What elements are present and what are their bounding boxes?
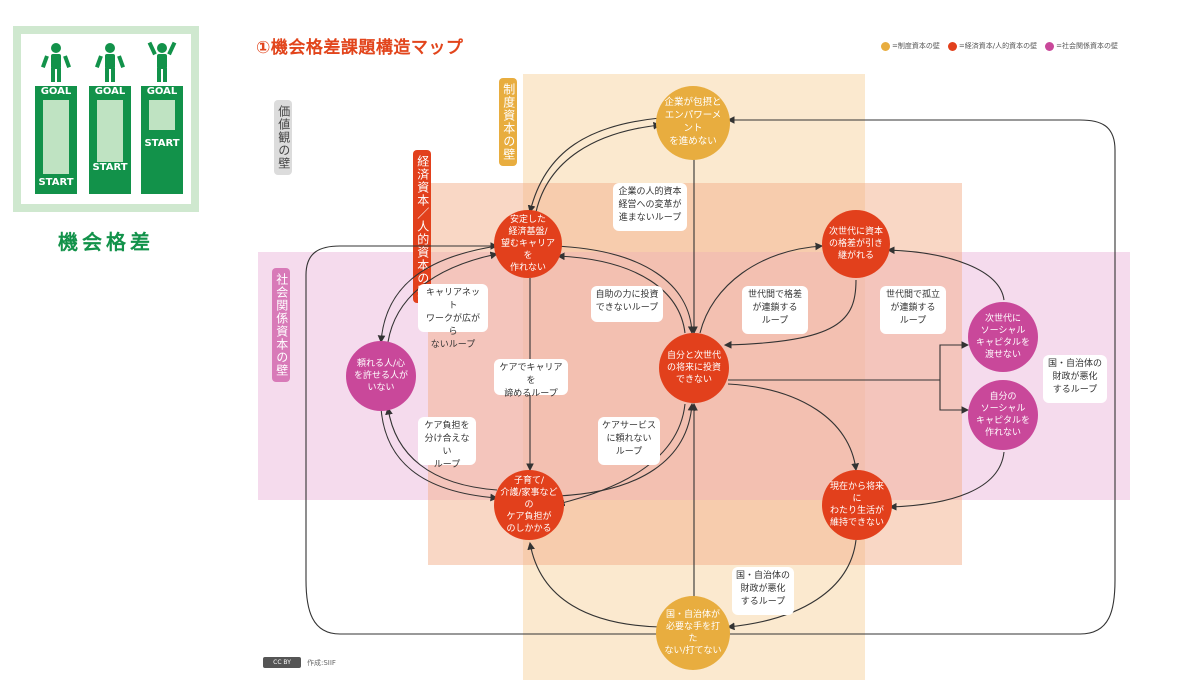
legend-item-economic: =経済資本/人的資本の壁 — [947, 41, 1038, 51]
wall-label-values: 価値観の壁 — [274, 100, 292, 175]
loop-care-share: ケア負担を 分け合えない ループ — [418, 417, 476, 470]
node-own-social-capital: 自分の ソーシャル キャピタルを 作れない — [968, 380, 1038, 450]
legend-item-social: =社会関係資本の壁 — [1045, 41, 1118, 51]
logo-goal-2: GOAL — [89, 86, 131, 97]
node-next-gen-gap: 次世代に資本 の格差が引き 継がれる — [822, 210, 890, 278]
node-livelihood: 現在から将来に わたり生活が 維持できない — [822, 470, 892, 540]
page-title: ①機会格差課題構造マップ — [256, 38, 464, 58]
loop-generation-gap: 世代間で格差 が連鎖する ループ — [742, 286, 808, 334]
legend-label: =経済資本/人的資本の壁 — [958, 42, 1038, 50]
logo-panel: GOAL GOAL GOAL START START START — [21, 34, 191, 204]
credit: CC BY 作成:SIIF — [263, 657, 336, 668]
logo-goal-3: GOAL — [141, 86, 183, 97]
node-government: 国・自治体が 必要な手を打た ない/打てない — [656, 596, 730, 670]
cc-license-icon: CC BY — [263, 657, 301, 668]
logo-graphic — [35, 41, 183, 194]
loop-care-career: ケアでキャリアを 諦めるループ — [494, 359, 568, 399]
node-trusted-person: 頼れる人/心 を許せる人が いない — [346, 341, 416, 411]
loop-career-network: キャリアネット ワークが広がら ないループ — [418, 284, 488, 350]
legend: =制度資本の壁 =経済資本/人的資本の壁 =社会関係資本の壁 — [881, 41, 1118, 51]
legend-label: =社会関係資本の壁 — [1056, 42, 1118, 50]
legend-dot-icon — [881, 41, 890, 51]
node-company-inclusion: 企業が包摂と エンパワーメント を進めない — [656, 86, 730, 160]
loop-generation-isolation: 世代間で孤立 が連鎖する ループ — [880, 286, 946, 334]
loop-corporate-hr: 企業の人的資本 経営への変革が 進まないループ — [613, 183, 687, 231]
wall-label-social: 社会関係資本の壁 — [272, 268, 290, 382]
loop-self-help: 自助の力に投資 できないループ — [591, 286, 663, 322]
logo-start-3: START — [144, 138, 180, 149]
legend-dot-icon — [1045, 41, 1055, 51]
node-stable-career: 安定した 経済基盤/ 望むキャリアを 作れない — [494, 210, 562, 278]
loop-care-service: ケアサービス に頼れない ループ — [598, 417, 660, 465]
legend-label: =制度資本の壁 — [892, 42, 940, 50]
node-self-future-investment: 自分と次世代 の将来に投資 できない — [659, 333, 729, 403]
legend-item-institutional: =制度資本の壁 — [881, 41, 940, 51]
logo-goal-1: GOAL — [35, 86, 77, 97]
wall-label-economic: 経済資本／人的資本の壁 — [413, 150, 431, 303]
loop-fiscal-bottom: 国・自治体の 財政が悪化 するループ — [732, 567, 794, 615]
credit-text: 作成:SIIF — [307, 658, 336, 667]
node-care-burden: 子育て/ 介護/家事などの ケア負担が のしかかる — [494, 470, 564, 540]
logo-caption: 機会格差 — [58, 230, 154, 254]
wall-label-institutional: 制度資本の壁 — [499, 78, 517, 166]
node-pass-social-capital: 次世代に ソーシャル キャピタルを 渡せない — [968, 302, 1038, 372]
logo-start-2: START — [92, 162, 128, 173]
logo-start-1: START — [38, 177, 74, 188]
legend-dot-icon — [947, 41, 957, 51]
loop-fiscal-right: 国・自治体の 財政が悪化 するループ — [1043, 355, 1107, 403]
